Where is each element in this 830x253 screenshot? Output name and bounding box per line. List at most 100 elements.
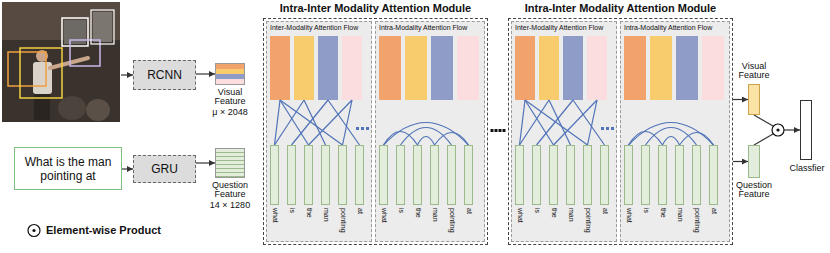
connector-arrow bbox=[122, 169, 133, 170]
panel-fill bbox=[375, 21, 485, 242]
word-label: at bbox=[465, 208, 473, 214]
word-token: is bbox=[284, 145, 299, 240]
word-bar bbox=[709, 145, 718, 205]
word-label: what bbox=[380, 208, 388, 223]
visual-token bbox=[342, 36, 362, 100]
input-photo bbox=[2, 2, 120, 122]
word-bar bbox=[321, 145, 330, 205]
box-text: What is the man pointing at bbox=[18, 155, 118, 183]
word-token: what bbox=[512, 145, 527, 240]
connector-line bbox=[196, 162, 215, 163]
word-token: the bbox=[301, 145, 316, 240]
word-label: the bbox=[305, 208, 313, 218]
word-token: what bbox=[267, 145, 282, 240]
detection-box bbox=[8, 52, 46, 86]
word-bar bbox=[675, 145, 684, 205]
attention-line bbox=[309, 100, 353, 145]
word-bar bbox=[304, 145, 313, 205]
ellipsis-dot bbox=[366, 127, 369, 130]
attention-module: Intra-Inter Modality Attention ModuleInt… bbox=[508, 18, 733, 245]
detection-box bbox=[62, 18, 88, 46]
word-token: man bbox=[318, 145, 333, 240]
attention-flow-panel: Inter-Modality Attention Flow what is thema… bbox=[511, 21, 617, 242]
word-token: at bbox=[352, 145, 367, 240]
dimension-label: μ × 2048 bbox=[207, 108, 253, 117]
connector-line bbox=[122, 168, 133, 169]
legend-symbol bbox=[28, 225, 40, 237]
word-bar bbox=[641, 145, 650, 205]
word-label: the bbox=[550, 208, 558, 218]
fusion-line bbox=[754, 134, 773, 145]
photo-screen bbox=[93, 12, 112, 42]
panel-title: Inter-Modality Attention Flow bbox=[270, 24, 358, 32]
attention-arc bbox=[418, 137, 435, 146]
output-arrow bbox=[784, 129, 800, 130]
box-text: RCNN bbox=[147, 68, 182, 82]
process-box: GRU bbox=[133, 155, 196, 183]
feature-vector: Question Feature bbox=[734, 145, 774, 201]
ellipsis-dot bbox=[495, 129, 498, 132]
word-label: what bbox=[516, 208, 524, 223]
attention-flow-panel: Intra-Modality Attention Flowwhatisthema… bbox=[620, 21, 730, 242]
attention-line bbox=[328, 100, 360, 145]
ellipsis-dot bbox=[361, 127, 364, 130]
panel-fill bbox=[266, 21, 372, 242]
word-label: is bbox=[533, 208, 541, 213]
word-label: pointing bbox=[339, 208, 347, 233]
attention-flow-panel: Intra-Modality Attention Flow what isthema… bbox=[375, 21, 485, 242]
word-token: is bbox=[638, 145, 653, 240]
connector-line bbox=[196, 73, 215, 74]
detection-box bbox=[20, 48, 62, 98]
box-text: GRU bbox=[151, 162, 178, 176]
panel-title: Intra-Modality Attention Flow bbox=[379, 24, 467, 32]
word-bar bbox=[464, 145, 473, 205]
word-bar bbox=[692, 145, 701, 205]
word-bar bbox=[532, 145, 541, 205]
word-label: pointing bbox=[693, 208, 701, 233]
word-token: man bbox=[563, 145, 578, 240]
word-label: man bbox=[431, 208, 439, 222]
classifier-label: Classfier bbox=[787, 164, 827, 173]
word-token: is bbox=[393, 145, 408, 240]
ellipsis-dot bbox=[503, 129, 506, 132]
attention-arc bbox=[384, 123, 469, 146]
word-bar bbox=[624, 145, 633, 205]
panel-title: Inter-Modality Attention Flow bbox=[515, 24, 603, 32]
feature-bar bbox=[748, 145, 760, 178]
word-bar bbox=[515, 145, 524, 205]
legend-text: Element-wise Product bbox=[46, 224, 161, 236]
visual-token bbox=[379, 36, 401, 100]
word-bar bbox=[413, 145, 422, 205]
feature-stack bbox=[215, 63, 245, 85]
legend-symbol-dot bbox=[32, 229, 35, 232]
connector-arrow bbox=[196, 163, 215, 164]
word-token: at bbox=[706, 145, 721, 240]
word-bar bbox=[355, 145, 364, 205]
word-token: at bbox=[461, 145, 476, 240]
word-bar bbox=[549, 145, 558, 205]
connector-arrow bbox=[733, 161, 748, 162]
visual-token bbox=[405, 36, 427, 100]
photo-person bbox=[58, 96, 86, 120]
question-box: What is the man pointing at bbox=[14, 147, 122, 190]
product-symbol-dot bbox=[776, 128, 779, 131]
word-token: at bbox=[597, 145, 612, 240]
word-label: is bbox=[397, 208, 405, 213]
word-label: pointing bbox=[584, 208, 592, 233]
visual-token bbox=[318, 36, 338, 100]
ellipsis-dot bbox=[356, 127, 359, 130]
feature-bar bbox=[748, 84, 760, 115]
feature-label: Visual Feature bbox=[207, 88, 253, 106]
word-label: at bbox=[710, 208, 718, 214]
photo-ground bbox=[2, 2, 120, 122]
ellipsis-dot bbox=[499, 129, 502, 132]
word-label: what bbox=[625, 208, 633, 223]
word-bar bbox=[658, 145, 667, 205]
box-label: GRU bbox=[151, 162, 178, 176]
word-label: man bbox=[322, 208, 330, 222]
feature-stack bbox=[215, 148, 245, 178]
attention-line bbox=[292, 100, 329, 145]
word-token: the bbox=[410, 145, 425, 240]
word-token: the bbox=[546, 145, 561, 240]
